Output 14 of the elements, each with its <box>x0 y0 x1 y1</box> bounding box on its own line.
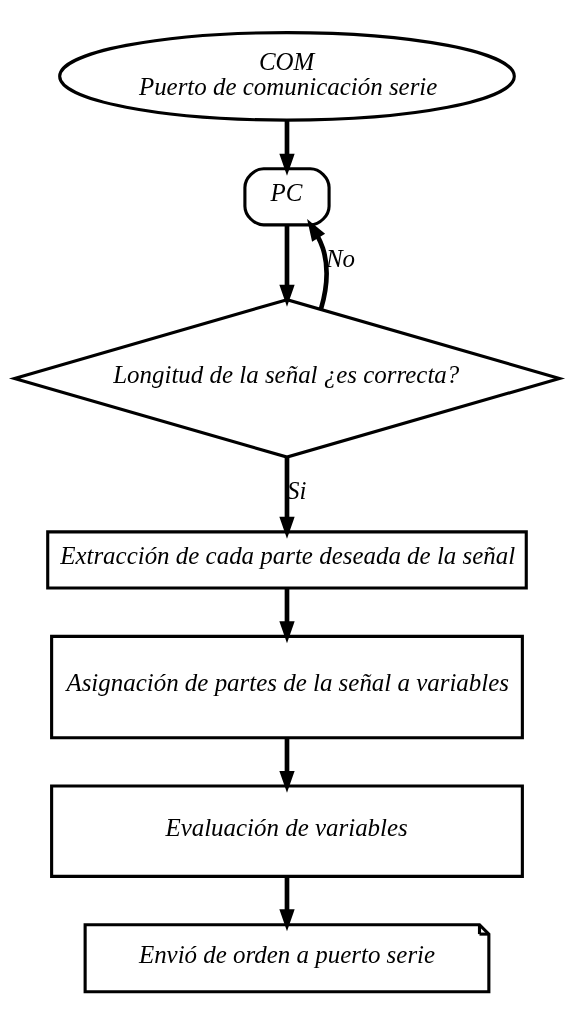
edge-label: No <box>325 244 356 272</box>
node-box: Extracción de cada parte deseada de la señal <box>46 530 528 590</box>
arrow <box>279 225 295 307</box>
arrow <box>279 588 295 644</box>
node-ellipse: COM Puerto de comunicación serie <box>58 31 516 122</box>
node-box: PC <box>243 167 331 227</box>
node-diamond: Longitud de la señal ¿es correcta? <box>8 298 566 459</box>
node-box: Asignación de partes de la señal a variables <box>50 634 524 740</box>
arrow <box>279 457 295 539</box>
node-box: Evaluación de variables <box>50 784 524 878</box>
arrow <box>279 737 295 793</box>
arrow <box>307 219 329 310</box>
arrow <box>279 120 295 176</box>
arrow <box>279 876 295 932</box>
